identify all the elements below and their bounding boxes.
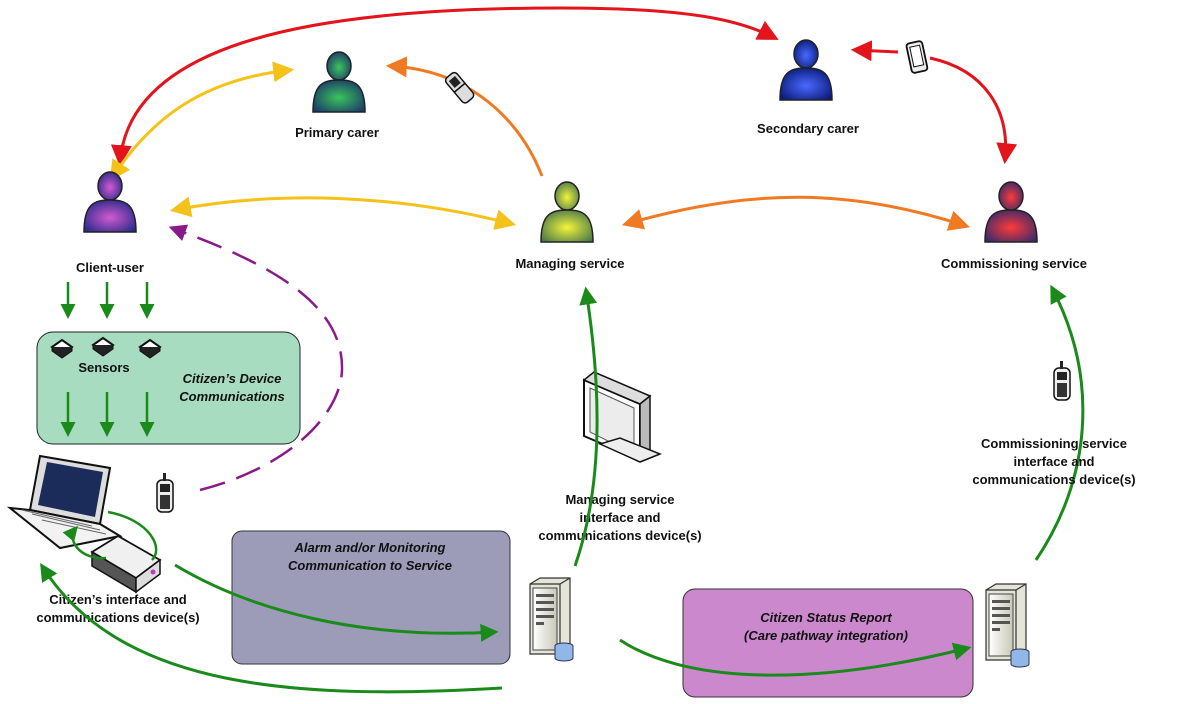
managing-device-label-line2: interface and — [580, 510, 661, 525]
citizen-to-managing-server-link — [174, 563, 499, 642]
citizen-device-communications-box — [36, 331, 301, 445]
purple-feedback-link — [168, 224, 344, 492]
device-comms-line1: Citizen’s Device — [183, 371, 282, 386]
client-user-person-icon — [83, 171, 137, 233]
managing-device-label-line1: Managing service — [565, 492, 674, 507]
managing-to-commissioning-server-link — [619, 638, 972, 677]
commissioning-device-label-line3: communications device(s) — [972, 472, 1135, 487]
yellow-link-client-to-managing — [169, 196, 517, 230]
flip-phone-icon — [444, 71, 475, 104]
laptop-icon — [6, 454, 123, 550]
alarm-box-line2: Communication to Service — [288, 558, 452, 573]
client-user-label: Client-user — [76, 260, 144, 275]
orange-link-managing-to-primary — [385, 56, 544, 177]
primary-carer-person-icon — [312, 51, 366, 113]
citizen-status-report-box — [682, 588, 974, 698]
managing-server-icon — [529, 577, 574, 662]
alarm-box-line1: Alarm and/or Monitoring — [294, 540, 446, 555]
red-link-phone-to-secondary — [850, 40, 899, 62]
status-box-line2: (Care pathway integration) — [744, 628, 908, 643]
status-box-line1: Citizen Status Report — [760, 610, 892, 625]
managing-device-label-line3: communications device(s) — [538, 528, 701, 543]
citizen-device-label-line2: communications device(s) — [36, 610, 199, 625]
laptop-to-hub-link — [107, 510, 158, 561]
commissioning-device-label-line1: Commissioning service — [981, 436, 1127, 451]
secondary-carer-label: Secondary carer — [757, 121, 859, 136]
alarm-monitoring-box — [231, 530, 511, 665]
orange-link-managing-to-commissioning — [621, 195, 970, 231]
red-link-secondary-to-commissioning — [929, 56, 1018, 165]
commissioning-service-label: Commissioning service — [941, 256, 1087, 271]
citizen-mobile-phone-icon — [156, 472, 174, 513]
hub-to-laptop-link — [62, 525, 107, 560]
commissioning-device-label-line2: interface and — [1014, 454, 1095, 469]
managing-service-person-icon — [540, 181, 594, 243]
secondary-carer-person-icon — [779, 39, 833, 101]
device-comms-line2: Communications — [179, 389, 284, 404]
commissioning-service-person-icon — [984, 181, 1038, 243]
yellow-link-client-to-primary — [109, 61, 295, 182]
commissioning-mobile-phone-icon — [1053, 360, 1071, 401]
managing-service-label: Managing service — [515, 256, 624, 271]
sensors-label: Sensors — [78, 360, 129, 375]
citizen-device-label-line1: Citizen’s interface and — [49, 592, 187, 607]
hub-icon — [90, 534, 162, 594]
mobile-phone-icon — [905, 40, 929, 74]
managing-server-to-citizen-link — [40, 562, 503, 694]
commissioning-server-icon — [985, 583, 1030, 668]
commissioning-server-to-service-link — [1034, 284, 1085, 561]
primary-carer-label: Primary carer — [295, 125, 379, 140]
managing-server-to-managing-service-link — [573, 286, 599, 567]
